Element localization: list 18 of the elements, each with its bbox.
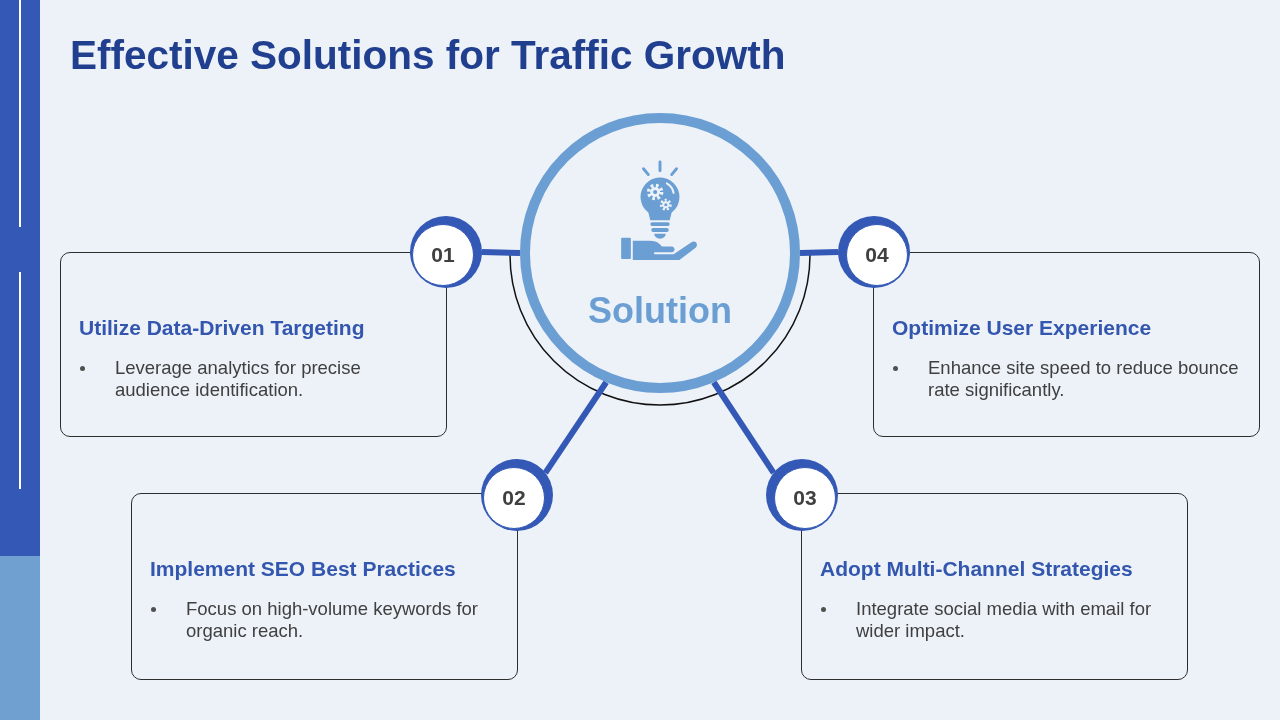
card-heading: Implement SEO Best Practices bbox=[150, 556, 456, 582]
connector-line bbox=[542, 380, 609, 475]
connector-line bbox=[481, 249, 521, 256]
connector-line bbox=[711, 380, 777, 475]
card-heading: Optimize User Experience bbox=[892, 315, 1152, 341]
badge-number: 01 bbox=[412, 224, 474, 286]
card-text: Leverage analytics for precise audience identification. bbox=[115, 357, 362, 401]
badge-number: 03 bbox=[774, 467, 836, 529]
card-text: Enhance site speed to reduce bounce rate significantly. bbox=[928, 357, 1240, 401]
badge-number: 04 bbox=[846, 224, 908, 286]
card-heading: Adopt Multi-Channel Strategies bbox=[820, 556, 1133, 582]
connector-line bbox=[799, 249, 839, 256]
card-heading: Utilize Data-Driven Targeting bbox=[79, 315, 365, 341]
slide-title: Effective Solutions for Traffic Growth bbox=[70, 31, 786, 80]
card-text: Focus on high-volume keywords for organic reach. bbox=[186, 598, 480, 642]
solution-label: Solution bbox=[588, 289, 732, 333]
badge-number: 02 bbox=[483, 467, 545, 529]
card-text: Integrate social media with email for wider impact. bbox=[856, 598, 1153, 642]
